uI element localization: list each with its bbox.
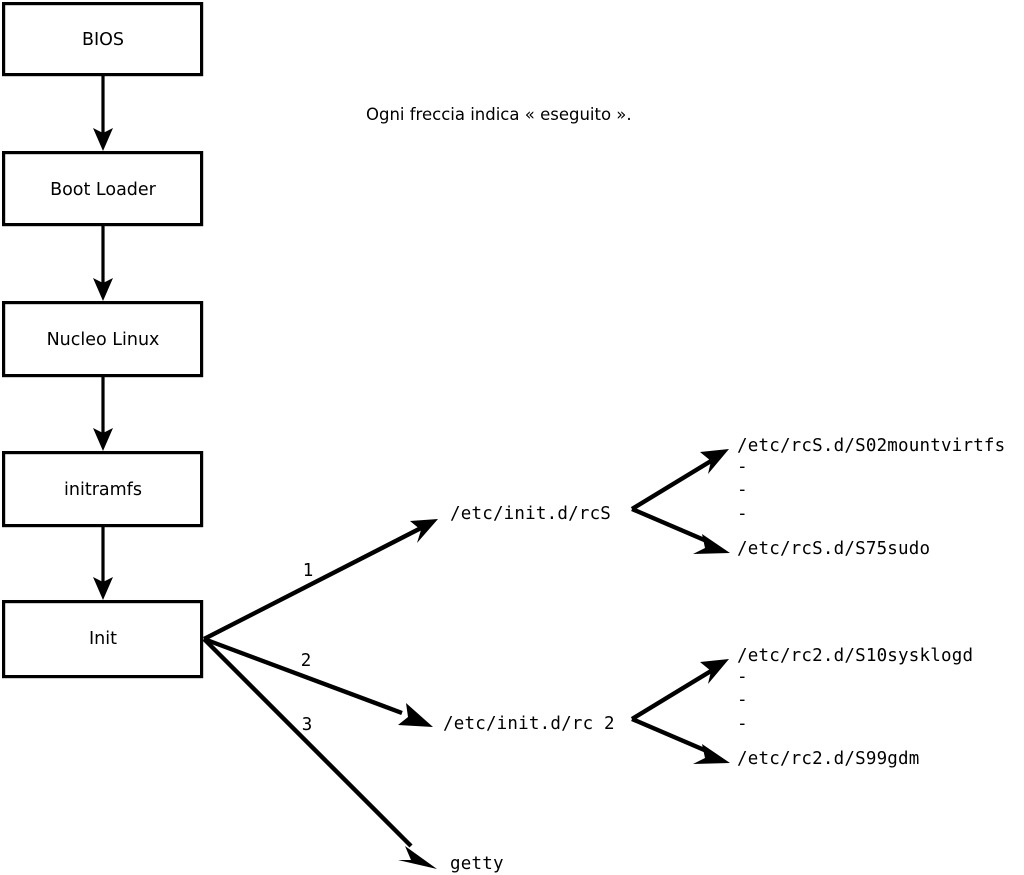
node-bios[interactable]: BIOS (1, 1, 204, 77)
branch-number-2: 2 (301, 651, 312, 671)
nucleo-linux-box[interactable] (1, 301, 204, 378)
label-rc2-first-script[interactable]: /etc/rc2.d/S10sysklogd (737, 646, 973, 666)
arrowhead-rcs-to-first (700, 449, 729, 474)
rc2-subfan (630, 659, 730, 764)
arrowhead-bios-bootloader (93, 128, 113, 151)
arrowhead-rcs-to-last (693, 534, 730, 554)
bios-box[interactable] (1, 1, 204, 77)
arrow-init-to-rc2 (203, 636, 403, 716)
label-etc-initd-rcs[interactable]: /etc/init.d/rcS (450, 504, 611, 524)
bios-label: BIOS (82, 30, 124, 50)
boot-loader-box[interactable] (1, 151, 204, 227)
node-initramfs[interactable]: initramfs (1, 451, 204, 528)
arrowhead-bootloader-kernel (93, 278, 113, 301)
rcs-ellipsis-dash-3: - (737, 504, 748, 524)
arrow-rc2-to-last (631, 716, 710, 755)
init-label: Init (89, 629, 117, 649)
initramfs-label: initramfs (64, 480, 142, 500)
boot-loader-label: Boot Loader (50, 180, 157, 200)
rc2-ellipsis-dash-3: - (737, 714, 748, 734)
arrowhead-initramfs-init (93, 577, 113, 600)
arrow-rcs-to-last (631, 506, 710, 545)
rc2-ellipsis-dash-2: - (737, 690, 748, 710)
branch-number-3: 3 (302, 715, 313, 735)
rc2-ellipsis-dash-1: - (737, 667, 748, 687)
arrow-init-to-rcs (202, 525, 425, 641)
node-nucleo-linux[interactable]: Nucleo Linux (1, 301, 204, 378)
nucleo-linux-label: Nucleo Linux (47, 330, 160, 350)
arrowhead-init-to-rcs (410, 519, 438, 543)
rcs-ellipsis-dash-2: - (737, 480, 748, 500)
label-rcs-last-script[interactable]: /etc/rcS.d/S75sudo (737, 539, 930, 559)
arrow-rc2-to-first (630, 669, 713, 721)
label-etc-initd-rc2[interactable]: /etc/init.d/rc 2 (443, 714, 615, 734)
rcs-ellipsis-dash-1: - (737, 457, 748, 477)
arrowhead-init-to-rc2 (398, 703, 433, 727)
arrow-rcs-to-first (630, 459, 713, 511)
arrow-init-to-getty (202, 637, 413, 848)
arrowhead-init-to-getty (398, 846, 437, 869)
init-fan-arrows: 1 2 3 (202, 519, 438, 869)
init-box[interactable] (1, 599, 204, 679)
branch-number-1: 1 (303, 561, 314, 581)
label-rc2-last-script[interactable]: /etc/rc2.d/S99gdm (737, 749, 920, 769)
label-getty[interactable]: getty (450, 854, 504, 874)
label-rcs-first-script[interactable]: /etc/rcS.d/S02mountvirtfs (737, 436, 1005, 456)
diagram-caption: Ogni freccia indica « eseguito ». (366, 105, 632, 124)
arrowhead-kernel-initramfs (93, 428, 113, 451)
rcs-subfan (630, 449, 730, 554)
node-boot-loader[interactable]: Boot Loader (1, 151, 204, 227)
initramfs-box[interactable] (1, 451, 204, 528)
arrowhead-rc2-to-last (693, 744, 730, 764)
node-init[interactable]: Init (1, 599, 204, 679)
boot-chain-connectors (93, 76, 113, 600)
arrowhead-rc2-to-first (700, 659, 729, 684)
